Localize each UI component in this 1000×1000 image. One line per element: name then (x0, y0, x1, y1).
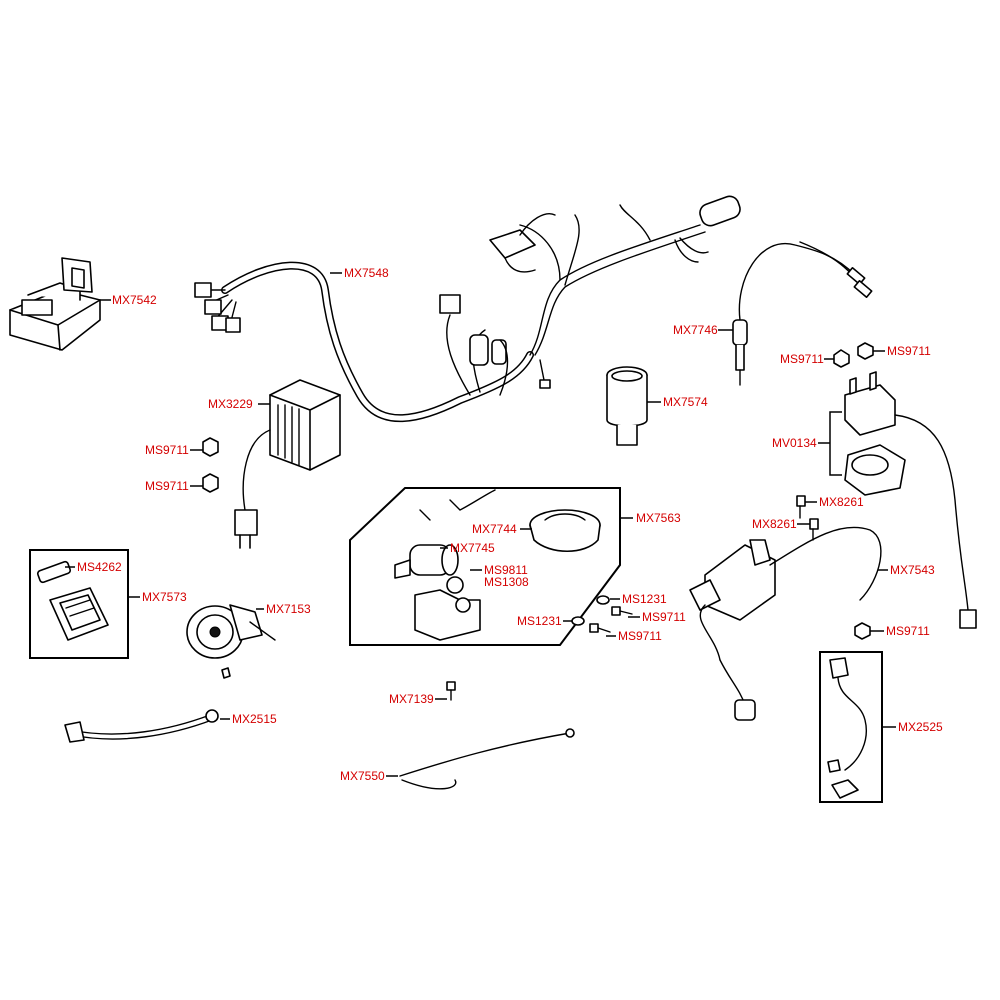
label-mx8261-b: MX8261 (752, 517, 797, 531)
label-mx8261-a: MX8261 (819, 495, 864, 509)
label-ms9711-b: MS9711 (145, 479, 189, 493)
label-mx7574: MX7574 (663, 395, 708, 409)
label-mx7573: MX7573 (142, 590, 187, 604)
label-mx7744: MX7744 (472, 522, 517, 536)
label-ms9711-a: MS9711 (145, 443, 189, 457)
group-outline-mx7573 (29, 549, 129, 659)
battery-cable-part (827, 657, 867, 799)
regulator-part (234, 379, 341, 549)
label-mx2525: MX2525 (898, 720, 943, 734)
cap-part (529, 509, 601, 552)
nut-left-1 (202, 437, 219, 457)
label-mx2515: MX2515 (232, 712, 277, 726)
horn-part (186, 604, 276, 679)
label-mx7563: MX7563 (636, 511, 681, 525)
ignition-coil-part (689, 526, 882, 721)
screw-1 (796, 495, 806, 519)
wiring-harness (194, 195, 741, 423)
label-mx7543: MX7543 (890, 563, 935, 577)
bolt-1 (611, 606, 633, 616)
washer-2 (571, 616, 585, 626)
label-ms9811: MS9811 (484, 563, 528, 577)
bolt-2 (589, 623, 611, 633)
starter-relay-part (844, 371, 977, 629)
sensor-part (732, 241, 873, 386)
label-mx7550: MX7550 (340, 769, 385, 783)
label-ms9711-c: MS9711 (780, 352, 824, 366)
bolt-3 (446, 681, 456, 701)
fuse-box-part (49, 587, 109, 641)
screw-2 (809, 518, 819, 541)
label-ms4262: MS4262 (77, 560, 122, 574)
label-mx3229: MX3229 (208, 397, 253, 411)
cable-part (399, 728, 575, 790)
nut-right-1 (833, 349, 850, 368)
group-outline-mx7563 (349, 487, 621, 646)
fuse-part (36, 560, 72, 584)
washer-1 (596, 595, 610, 605)
label-ms9711-f: MS9711 (618, 629, 662, 643)
label-ms9711-g: MS9711 (886, 624, 930, 638)
label-mx7745: MX7745 (450, 541, 495, 555)
nut-left-2 (202, 473, 219, 493)
label-mx7548: MX7548 (344, 266, 389, 280)
label-ms1231-b: MS1231 (517, 614, 562, 628)
label-mv0134: MV0134 (772, 436, 817, 450)
nut-right-3 (854, 622, 871, 640)
label-mx7139: MX7139 (389, 692, 434, 706)
label-ms1308: MS1308 (484, 575, 529, 589)
relay-part (9, 257, 101, 351)
label-mx7542: MX7542 (112, 293, 157, 307)
bracket-mv0134 (818, 411, 842, 476)
group-outline-mx2525 (819, 651, 883, 803)
label-ms9711-e: MS9711 (642, 610, 686, 624)
switch-part (394, 489, 496, 641)
label-mx7746: MX7746 (673, 323, 718, 337)
ground-strap-part (64, 709, 219, 743)
label-ms9711-d: MS9711 (887, 344, 931, 358)
cylinder-part (606, 366, 648, 446)
nut-right-2 (857, 342, 874, 360)
label-mx7153: MX7153 (266, 602, 311, 616)
label-ms1231-a: MS1231 (622, 592, 667, 606)
